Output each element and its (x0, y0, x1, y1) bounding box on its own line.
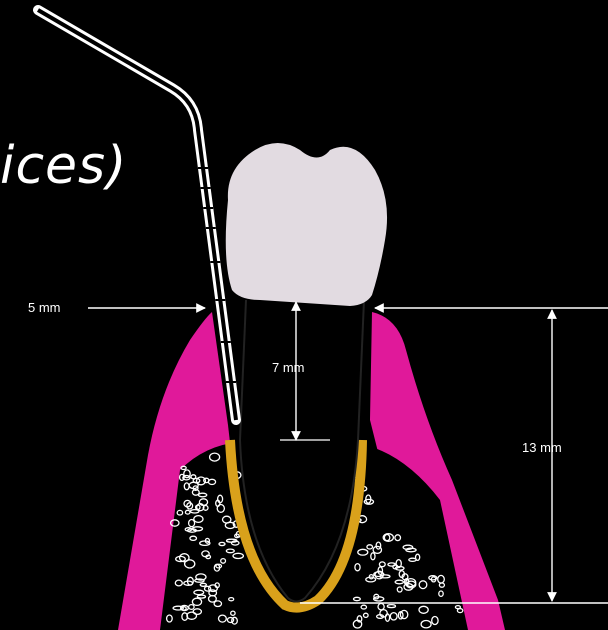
tooth-crown (226, 143, 387, 306)
crown-to-crest-label: 7 mm (272, 360, 305, 375)
total-height-label: 13 mm (522, 440, 562, 455)
probe-depth-label: 5 mm (28, 300, 61, 315)
